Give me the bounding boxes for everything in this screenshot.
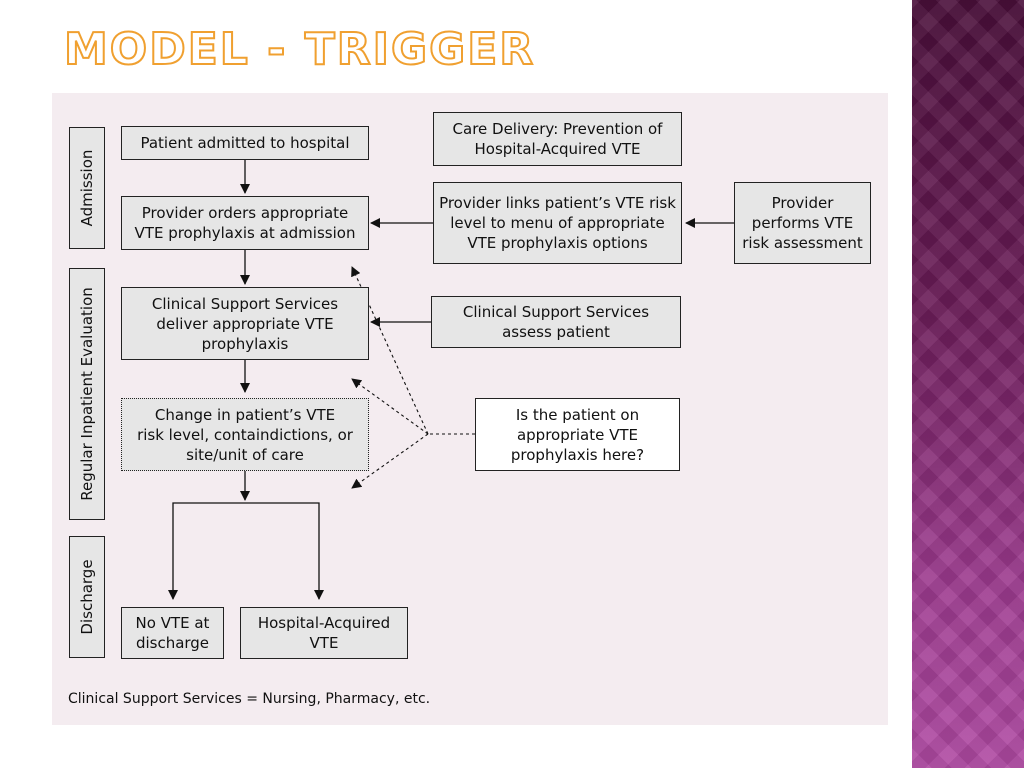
box-care-delivery: Care Delivery: Prevention of Hospital-Ac… (433, 112, 682, 166)
box-no-vte-text: No VTE at discharge (135, 614, 210, 652)
lane-evaluation-label: Regular Inpatient Evaluation (78, 287, 96, 501)
slide-title: Model - Trigger (63, 23, 536, 76)
box-deliver-prophylaxis-text: Clinical Support Services deliver approp… (151, 294, 339, 353)
dotted-to-deliver (351, 378, 429, 435)
decorative-side-band (912, 0, 1024, 768)
box-change-in-risk: Change in patient’s VTE risk level, cont… (121, 398, 369, 471)
box-no-vte-at-discharge: No VTE at discharge (121, 607, 224, 659)
lane-discharge-label: Discharge (78, 559, 96, 635)
box-patient-admitted-text: Patient admitted to hospital (140, 134, 350, 152)
box-provider-orders: Provider orders appropriate VTE prophyla… (121, 196, 369, 250)
lane-admission: Admission (69, 127, 105, 249)
lane-admission-label: Admission (78, 149, 96, 227)
box-provider-links: Provider links patient’s VTE risk level … (433, 182, 682, 264)
split-line (172, 502, 320, 593)
box-hospital-vte-text: Hospital-Acquired VTE (257, 614, 391, 652)
box-question-appropriate: Is the patient on appropriate VTE prophy… (475, 398, 680, 471)
flowchart-figure: Admission Regular Inpatient Evaluation D… (52, 93, 888, 725)
footnote: Clinical Support Services = Nursing, Pha… (68, 691, 431, 707)
box-risk-assessment: Provider performs VTE risk assessment (734, 182, 871, 264)
box-question-text: Is the patient on appropriate VTE prophy… (510, 405, 645, 464)
box-assess-patient: Clinical Support Services assess patient (431, 296, 681, 348)
box-patient-admitted: Patient admitted to hospital (121, 126, 369, 160)
box-assess-patient-text: Clinical Support Services assess patient (462, 303, 650, 341)
box-provider-links-text: Provider links patient’s VTE risk level … (439, 194, 676, 252)
box-provider-orders-text: Provider orders appropriate VTE prophyla… (134, 204, 356, 242)
box-care-delivery-text: Care Delivery: Prevention of Hospital-Ac… (452, 120, 663, 158)
box-risk-assessment-text: Provider performs VTE risk assessment (742, 194, 863, 252)
box-deliver-prophylaxis: Clinical Support Services deliver approp… (121, 287, 369, 360)
lane-regular-inpatient-evaluation: Regular Inpatient Evaluation (69, 268, 105, 520)
box-hospital-acquired-vte: Hospital-Acquired VTE (240, 607, 408, 659)
lane-discharge: Discharge (69, 536, 105, 658)
box-change-in-risk-text: Change in patient’s VTE risk level, cont… (137, 405, 353, 464)
